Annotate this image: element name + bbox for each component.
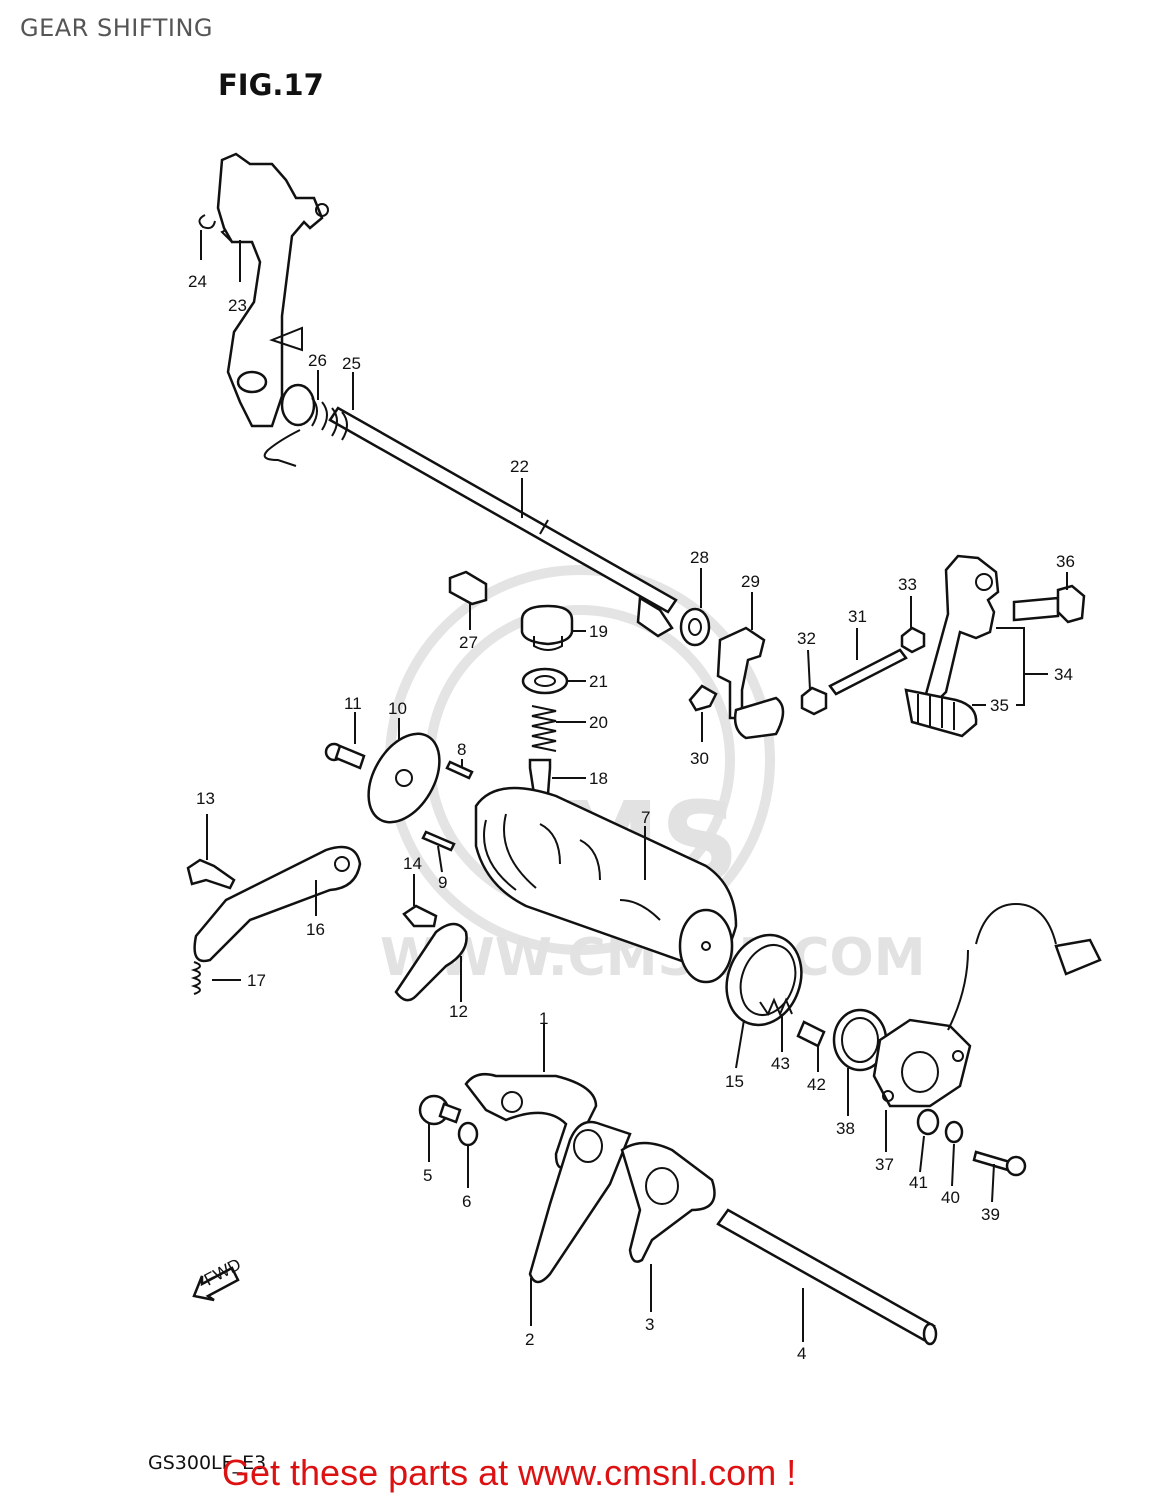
callout-24: 24 [188,272,207,291]
callout-3: 3 [645,1315,654,1334]
part-nut-33 [900,626,926,654]
part-washer-6 [457,1121,479,1147]
callout-36: 36 [1056,552,1075,571]
part-fork-3 [620,1141,716,1263]
part-bolt-30 [688,684,718,712]
figure-label: FIG.17 [218,68,324,102]
callout-17: 17 [247,971,266,990]
callout-10: 10 [388,699,407,718]
fwd-arrow-icon [192,1266,240,1302]
part-plate-10 [367,732,441,824]
callout-28: 28 [690,548,709,567]
callout-23: 23 [228,296,247,315]
callout-43: 43 [771,1054,790,1073]
leader-lines [200,230,1068,1342]
callout-1: 1 [539,1009,548,1028]
callout-15: 15 [725,1072,744,1091]
callout-42: 42 [807,1075,826,1094]
part-arm-29 [716,626,785,740]
part-screw-11 [324,742,366,770]
part-shift-cam-7 [474,786,738,984]
part-plug-19 [520,604,574,651]
part-bearing-15 [725,933,803,1027]
part-bolt-36 [1012,584,1086,624]
callout-21: 21 [589,672,608,691]
part-bolt-27 [448,570,488,606]
part-washer-41 [916,1108,940,1136]
callout-labels: 24 23 26 25 22 28 29 36 33 31 32 27 19 2… [188,272,1075,1363]
part-bolt-14 [402,904,438,928]
callout-9: 9 [438,873,447,892]
callout-35: 35 [990,696,1009,715]
callout-4: 4 [797,1344,806,1363]
callout-32: 32 [797,629,816,648]
callout-6: 6 [462,1192,471,1211]
callout-12: 12 [449,1002,468,1021]
part-plate-12 [394,922,468,1002]
callout-2: 2 [525,1330,534,1349]
part-shaft-22 [263,383,678,638]
callout-30: 30 [690,749,709,768]
callout-27: 27 [459,633,478,652]
part-washer-21 [521,667,569,695]
part-washer-40 [944,1120,964,1144]
callout-33: 33 [898,575,917,594]
part-fork-2 [528,1120,632,1284]
part-oil-seal-28 [679,607,711,647]
callout-38: 38 [836,1119,855,1138]
part-clip-24 [198,214,216,230]
part-pin-42 [796,1020,826,1048]
callout-41: 41 [909,1173,928,1192]
part-switch-37 [872,902,1102,1108]
callout-39: 39 [981,1205,1000,1224]
callout-34: 34 [1054,665,1073,684]
callout-25: 25 [342,354,361,373]
part-shift-lever-34 [904,554,1000,738]
callout-18: 18 [589,769,608,788]
part-pin-8 [445,760,474,780]
callout-14: 14 [403,854,422,873]
callout-8: 8 [457,740,466,759]
callout-26: 26 [308,351,327,370]
part-bolt-5 [418,1094,462,1126]
part-fork-shaft-4 [716,1208,938,1346]
callout-13: 13 [196,789,215,808]
callout-22: 22 [510,457,529,476]
callout-19: 19 [589,622,608,641]
callout-37: 37 [875,1155,894,1174]
part-nut-32 [800,686,828,716]
callout-11: 11 [344,694,362,713]
part-cam-guide-16 [193,845,362,963]
part-spring-20 [531,705,557,752]
callout-29: 29 [741,572,760,591]
callout-40: 40 [941,1188,960,1207]
part-screw-39 [972,1150,1027,1177]
callout-20: 20 [589,713,608,732]
page-title: GEAR SHIFTING [20,14,214,42]
part-pin-9 [421,830,456,852]
part-shift-arm [216,152,329,428]
callout-31: 31 [848,607,867,626]
part-rod-31 [828,648,908,696]
callout-7: 7 [641,808,650,827]
part-spring-17 [190,961,201,995]
part-spring-43 [759,997,793,1017]
part-bolt-13 [186,858,236,890]
model-code: GS300LF_E3 [148,1452,267,1474]
callout-16: 16 [306,920,325,939]
promo-link[interactable]: Get these parts at www.cmsnl.com ! [222,1452,797,1493]
callout-5: 5 [423,1166,432,1185]
